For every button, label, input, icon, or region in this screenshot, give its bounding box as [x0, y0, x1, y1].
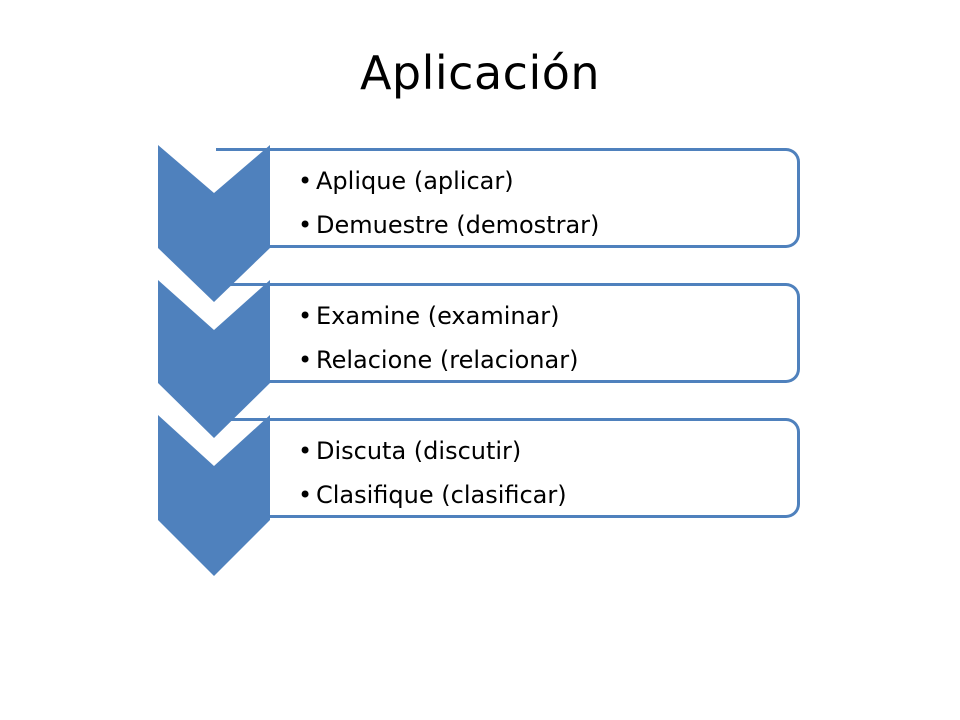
step-2-item-2: •Relacione (relacionar) — [298, 338, 578, 382]
step-2-item-1: •Examine (examinar) — [298, 294, 578, 338]
chevron-1-shape — [158, 145, 270, 302]
bullet-icon: • — [298, 302, 313, 330]
step-1-list: •Aplique (aplicar) •Demuestre (demostrar… — [298, 159, 599, 247]
step-box-2: •Examine (examinar) •Relacione (relacion… — [216, 283, 800, 383]
step-2-list: •Examine (examinar) •Relacione (relacion… — [298, 294, 578, 382]
bullet-icon: • — [298, 481, 313, 509]
chevron-2-shape — [158, 280, 270, 438]
bullet-icon: • — [298, 346, 313, 374]
bullet-icon: • — [298, 437, 313, 465]
slide-title: Aplicación — [359, 46, 601, 100]
step-1-item-1: •Aplique (aplicar) — [298, 159, 599, 203]
step-box-3: •Discuta (discutir) •Clasifique (clasifi… — [216, 418, 800, 518]
chevron-1-icon — [158, 145, 270, 576]
bullet-icon: • — [298, 167, 313, 195]
step-3-item-1: •Discuta (discutir) — [298, 429, 567, 473]
step-3-list: •Discuta (discutir) •Clasifique (clasifi… — [298, 429, 567, 517]
step-1-item-2: •Demuestre (demostrar) — [298, 203, 599, 247]
step-box-1: •Aplique (aplicar) •Demuestre (demostrar… — [216, 148, 800, 248]
step-3-item-2: •Clasifique (clasificar) — [298, 473, 567, 517]
chevron-3-shape — [158, 415, 270, 576]
bullet-icon: • — [298, 211, 313, 239]
